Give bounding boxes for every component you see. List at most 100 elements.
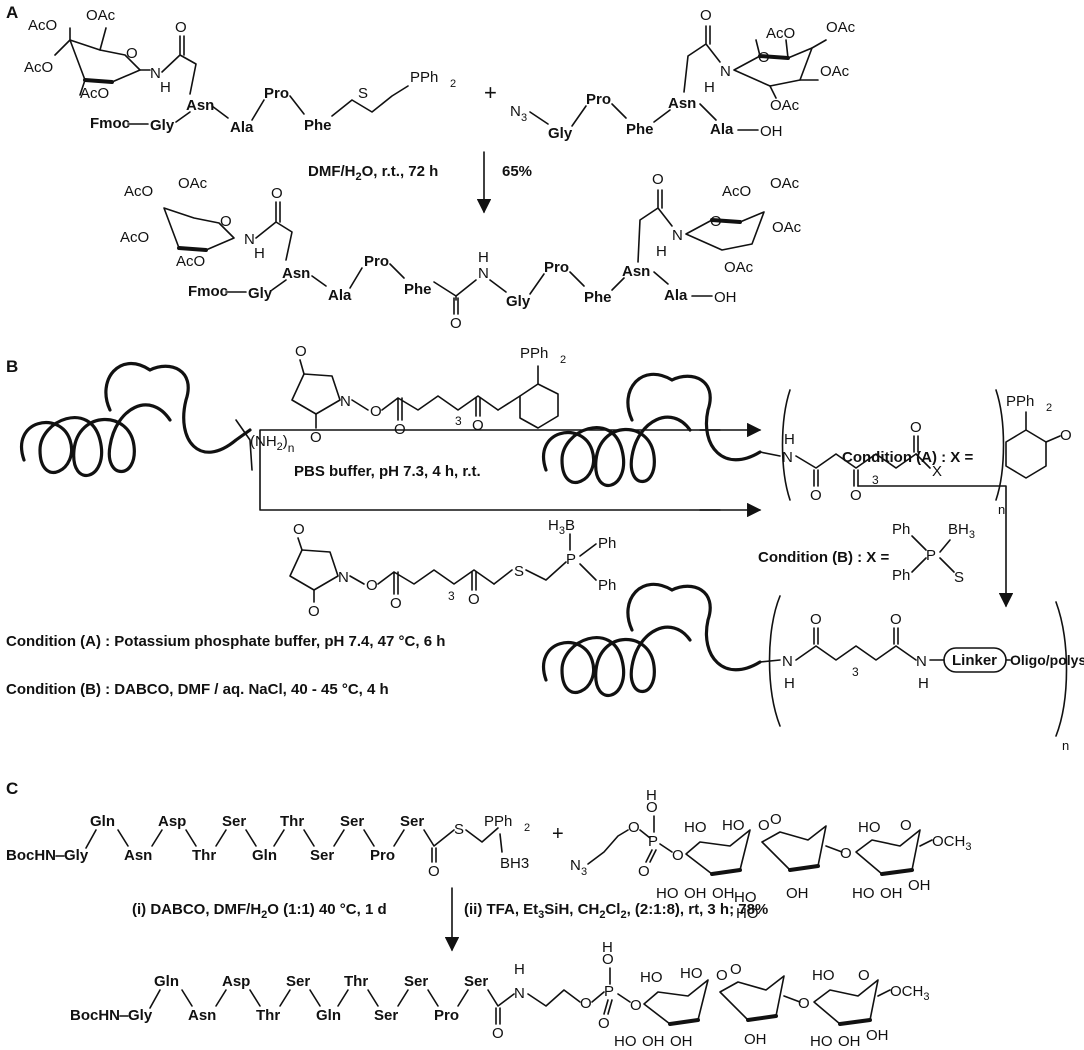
svg-text:H: H	[160, 79, 171, 96]
svg-text:O: O	[758, 817, 770, 834]
svg-text:OH: OH	[760, 123, 783, 140]
protein-coil-final	[542, 582, 762, 697]
svg-text:S: S	[514, 563, 524, 580]
och3-c1: OCH3	[932, 833, 971, 853]
svg-text:OAc: OAc	[178, 175, 208, 192]
svg-text:AcO: AcO	[28, 17, 57, 34]
svg-text:AcO: AcO	[124, 183, 153, 200]
svg-text:AcO: AcO	[120, 229, 149, 246]
plus-a: +	[484, 80, 497, 105]
svg-text:N: N	[340, 393, 351, 410]
svg-text:Gln: Gln	[90, 813, 115, 830]
svg-text:3: 3	[872, 473, 879, 487]
svg-text:P: P	[648, 833, 658, 850]
cond-b-x-group: Ph Ph P BH3 S	[892, 521, 975, 586]
svg-text:3: 3	[852, 665, 859, 679]
svg-text:O: O	[602, 951, 614, 968]
linker-label: Linker	[952, 652, 997, 669]
svg-text:2: 2	[450, 78, 456, 90]
svg-text:H: H	[784, 675, 795, 692]
condition-b-text: Condition (B) : DABCO, DMF / aq. NaCl, 4…	[6, 681, 389, 698]
svg-text:H: H	[656, 243, 667, 260]
svg-text:H: H	[602, 939, 613, 956]
protein-coil-middle	[542, 372, 762, 487]
svg-text:O: O	[628, 819, 640, 836]
svg-text:n: n	[1062, 738, 1069, 753]
svg-text:OH: OH	[714, 289, 737, 306]
svg-text:2: 2	[1046, 402, 1052, 414]
plus-c: +	[552, 823, 564, 845]
svg-text:O: O	[770, 811, 782, 828]
svg-text:O: O	[730, 961, 742, 978]
svg-text:O: O	[468, 591, 480, 608]
svg-text:Pro: Pro	[364, 253, 389, 270]
svg-text:N: N	[782, 449, 793, 466]
arrow-b3	[857, 485, 1014, 608]
svg-text:Gly: Gly	[248, 285, 273, 302]
svg-text:Asn: Asn	[188, 1007, 216, 1024]
svg-text:Gln: Gln	[252, 847, 277, 864]
svg-text:O: O	[390, 595, 402, 612]
svg-text:Fmoc: Fmoc	[188, 283, 228, 300]
peptide-a2: N 3 Gly Pro Phe Asn Ala OH O N H	[510, 7, 783, 142]
protein-coil-left	[20, 362, 252, 477]
svg-text:BocHN: BocHN	[70, 1007, 120, 1024]
svg-text:n: n	[998, 502, 1005, 517]
bh3-b: BH3	[948, 521, 975, 541]
svg-text:O: O	[310, 429, 322, 446]
svg-text:Ser: Ser	[404, 973, 428, 990]
svg-text:Asn: Asn	[124, 847, 152, 864]
svg-text:O: O	[758, 49, 770, 66]
svg-text:H: H	[646, 787, 657, 804]
condition-a-text: Condition (A) : Potassium phosphate buff…	[6, 633, 445, 650]
svg-text:Asn: Asn	[622, 263, 650, 280]
reagent-nhs-bh3: O O N O O 3 O S P H3B Ph Ph	[289, 517, 616, 620]
svg-text:Asn: Asn	[668, 95, 696, 112]
svg-text:P: P	[926, 547, 936, 564]
svg-text:Phe: Phe	[304, 117, 332, 134]
product-a: O AcO OAc AcO AcO N H O Asn Fmoc Gly Ala…	[120, 171, 802, 332]
svg-text:O: O	[450, 315, 462, 332]
svg-text:Thr: Thr	[192, 847, 216, 864]
svg-text:Gly: Gly	[548, 125, 573, 142]
svg-text:PPh: PPh	[484, 813, 512, 830]
product-b-final: N H O O 3 N H Linker Oligo/polysaccharid…	[759, 595, 1084, 753]
svg-text:3: 3	[521, 112, 527, 124]
svg-text:O: O	[428, 863, 440, 880]
svg-text:Ser: Ser	[340, 813, 364, 830]
sugar-ring-1: O AcO OAc AcO AcO	[24, 7, 151, 102]
svg-text:HO: HO	[640, 969, 663, 986]
svg-text:HO: HO	[722, 817, 745, 834]
svg-text:AcO: AcO	[766, 25, 795, 42]
svg-text:P: P	[566, 551, 576, 568]
svg-text:X: X	[932, 463, 942, 480]
product-c: BocHN Gly Gln Asn Asp Thr Ser Gln Thr Se…	[70, 939, 929, 1050]
svg-text:PPh: PPh	[1006, 393, 1034, 410]
svg-text:Gln: Gln	[316, 1007, 341, 1024]
svg-text:Ser: Ser	[400, 813, 424, 830]
svg-text:Pro: Pro	[264, 85, 289, 102]
svg-text:O: O	[900, 817, 912, 834]
product-b-intermediate: N H O O O 3 X n	[759, 389, 1005, 517]
cond-b-x-label: Condition (B) : X =	[758, 549, 889, 566]
svg-text:N: N	[150, 65, 161, 82]
svg-text:O: O	[308, 603, 320, 620]
svg-text:O: O	[271, 185, 283, 202]
section-label-a: A	[6, 3, 18, 22]
svg-text:O: O	[652, 171, 664, 188]
svg-text:PPh: PPh	[410, 69, 438, 86]
svg-text:H: H	[514, 961, 525, 978]
svg-text:N: N	[720, 63, 731, 80]
svg-text:O: O	[366, 577, 378, 594]
svg-text:O: O	[890, 611, 902, 628]
yield-a: 65%	[502, 163, 532, 180]
svg-text:H: H	[704, 79, 715, 96]
svg-text:Gly: Gly	[128, 1007, 153, 1024]
svg-text:N: N	[570, 857, 581, 874]
svg-text:OH: OH	[670, 1033, 693, 1050]
svg-text:Phe: Phe	[584, 289, 612, 306]
azido-oligosaccharide: N 3 O P O H O O HO HO HO OH OH O O HO OH…	[570, 787, 971, 922]
svg-text:Ser: Ser	[374, 1007, 398, 1024]
svg-text:O: O	[716, 967, 728, 984]
svg-text:Ph: Ph	[892, 521, 910, 538]
